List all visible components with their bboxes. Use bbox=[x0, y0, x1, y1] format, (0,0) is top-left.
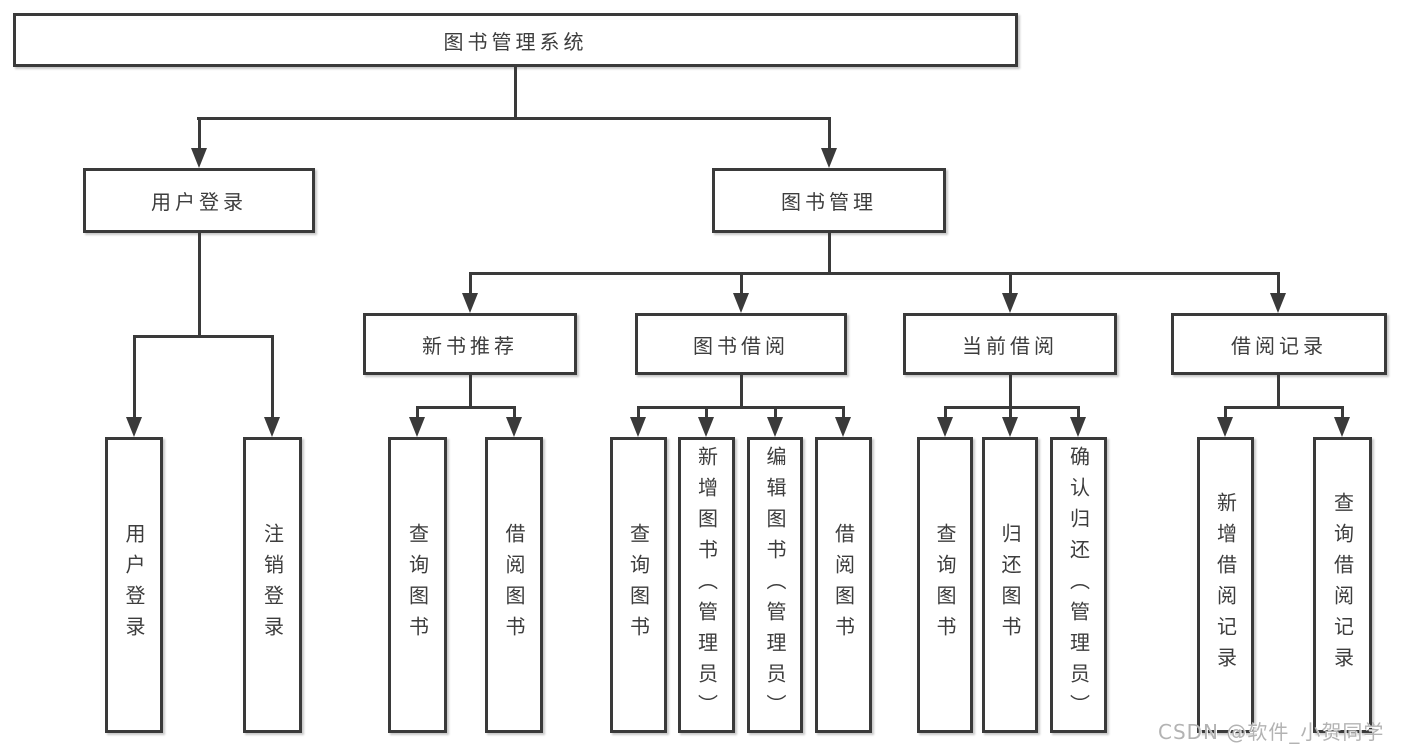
leaf-borrow-books: 借阅图书 bbox=[815, 437, 872, 733]
leaf-query-borrow-record: 查询借阅记录 bbox=[1313, 437, 1372, 733]
arrow-down-icon bbox=[698, 417, 714, 437]
connector-stem bbox=[1009, 375, 1012, 406]
leaf-edit-books-admin: 编辑图书（管理员） bbox=[747, 437, 803, 733]
leaf-borrow-books-recommend-label: 借阅图书 bbox=[502, 523, 526, 647]
connector-drop bbox=[1077, 406, 1080, 419]
leaf-query-books-current: 查询图书 bbox=[917, 437, 973, 733]
watermark: CSDN @软件_小贺同学 bbox=[1158, 720, 1385, 744]
arrow-down-icon bbox=[1070, 417, 1086, 437]
connector-drop bbox=[271, 335, 274, 419]
connector-drop bbox=[198, 117, 201, 150]
leaf-query-books-borrow: 查询图书 bbox=[610, 437, 667, 733]
leaf-add-books-admin-label: 新增图书（管理员） bbox=[694, 445, 719, 725]
connector-stem bbox=[828, 233, 831, 272]
connector-drop bbox=[842, 406, 845, 419]
arrow-down-icon bbox=[462, 293, 478, 313]
connector-rail bbox=[637, 406, 845, 409]
arrow-down-icon bbox=[409, 417, 425, 437]
connector-drop bbox=[513, 406, 516, 419]
arrow-down-icon bbox=[126, 417, 142, 437]
connector-drop bbox=[1009, 406, 1012, 419]
node-book-management-label: 图书管理 bbox=[781, 190, 877, 214]
connector-drop bbox=[1341, 406, 1344, 419]
connector-drop bbox=[828, 117, 831, 150]
connector-drop bbox=[416, 406, 419, 419]
connector-stem bbox=[1277, 375, 1280, 406]
node-user-login-label: 用户登录 bbox=[151, 190, 247, 214]
connector-rail bbox=[197, 117, 831, 120]
arrow-down-icon bbox=[821, 148, 837, 168]
arrow-down-icon bbox=[767, 417, 783, 437]
leaf-user-login-label: 用户登录 bbox=[122, 523, 146, 647]
arrow-down-icon bbox=[937, 417, 953, 437]
arrow-down-icon bbox=[630, 417, 646, 437]
leaf-logout: 注销登录 bbox=[243, 437, 302, 733]
leaf-confirm-return-admin-label: 确认归还（管理员） bbox=[1066, 445, 1091, 725]
arrow-down-icon bbox=[835, 417, 851, 437]
connector-rail bbox=[1224, 406, 1344, 409]
connector-drop bbox=[944, 406, 947, 419]
connector-drop bbox=[637, 406, 640, 419]
node-new-book-recommendation-label: 新书推荐 bbox=[422, 333, 518, 358]
leaf-query-books-recommend-label: 查询图书 bbox=[405, 523, 430, 647]
connector-drop bbox=[740, 272, 743, 295]
arrow-down-icon bbox=[264, 417, 280, 437]
node-book-management: 图书管理 bbox=[712, 168, 946, 233]
arrow-down-icon bbox=[506, 417, 522, 437]
leaf-borrow-books-recommend: 借阅图书 bbox=[485, 437, 543, 733]
connector-drop bbox=[774, 406, 777, 419]
connector-drop bbox=[1009, 272, 1012, 295]
node-root-label: 图书管理系统 bbox=[443, 29, 588, 54]
node-book-borrowing: 图书借阅 bbox=[635, 313, 847, 375]
connector-drop bbox=[705, 406, 708, 419]
leaf-query-books-borrow-label: 查询图书 bbox=[626, 523, 651, 647]
connector-drop bbox=[133, 335, 136, 419]
node-borrowing-records-label: 借阅记录 bbox=[1231, 333, 1327, 358]
connector-drop bbox=[1224, 406, 1227, 419]
connector-rail bbox=[133, 335, 274, 338]
arrow-down-icon bbox=[1002, 417, 1018, 437]
node-borrowing-records: 借阅记录 bbox=[1171, 313, 1387, 375]
node-current-borrowing-label: 当前借阅 bbox=[962, 333, 1058, 358]
connector-rail bbox=[416, 406, 516, 409]
leaf-logout-label: 注销登录 bbox=[260, 523, 285, 647]
leaf-add-borrow-record: 新增借阅记录 bbox=[1197, 437, 1254, 733]
connector-drop bbox=[1277, 272, 1280, 295]
arrow-down-icon bbox=[191, 148, 207, 168]
leaf-return-books: 归还图书 bbox=[982, 437, 1038, 733]
arrow-down-icon bbox=[1217, 417, 1233, 437]
leaf-add-books-admin: 新增图书（管理员） bbox=[678, 437, 735, 733]
connector-drop bbox=[469, 272, 472, 295]
connector-stem bbox=[514, 67, 517, 117]
leaf-return-books-label: 归还图书 bbox=[998, 523, 1022, 647]
connector-stem bbox=[198, 233, 201, 335]
node-user-login: 用户登录 bbox=[83, 168, 315, 233]
leaf-query-borrow-record-label: 查询借阅记录 bbox=[1330, 492, 1355, 678]
node-book-borrowing-label: 图书借阅 bbox=[693, 333, 789, 358]
arrow-down-icon bbox=[1002, 293, 1018, 313]
connector-stem bbox=[740, 375, 743, 406]
leaf-borrow-books-label: 借阅图书 bbox=[831, 523, 856, 647]
leaf-query-books-current-label: 查询图书 bbox=[933, 523, 957, 647]
leaf-add-borrow-record-label: 新增借阅记录 bbox=[1213, 492, 1238, 678]
node-current-borrowing: 当前借阅 bbox=[903, 313, 1117, 375]
connector-stem bbox=[469, 375, 472, 406]
leaf-query-books-recommend: 查询图书 bbox=[388, 437, 447, 733]
arrow-down-icon bbox=[733, 293, 749, 313]
leaf-user-login: 用户登录 bbox=[105, 437, 163, 733]
node-new-book-recommendation: 新书推荐 bbox=[363, 313, 577, 375]
leaf-edit-books-admin-label: 编辑图书（管理员） bbox=[763, 445, 787, 725]
connector-rail bbox=[944, 406, 1080, 409]
arrow-down-icon bbox=[1270, 293, 1286, 313]
connector-rail bbox=[469, 272, 1280, 275]
leaf-confirm-return-admin: 确认归还（管理员） bbox=[1050, 437, 1107, 733]
node-root: 图书管理系统 bbox=[13, 13, 1018, 67]
arrow-down-icon bbox=[1334, 417, 1350, 437]
